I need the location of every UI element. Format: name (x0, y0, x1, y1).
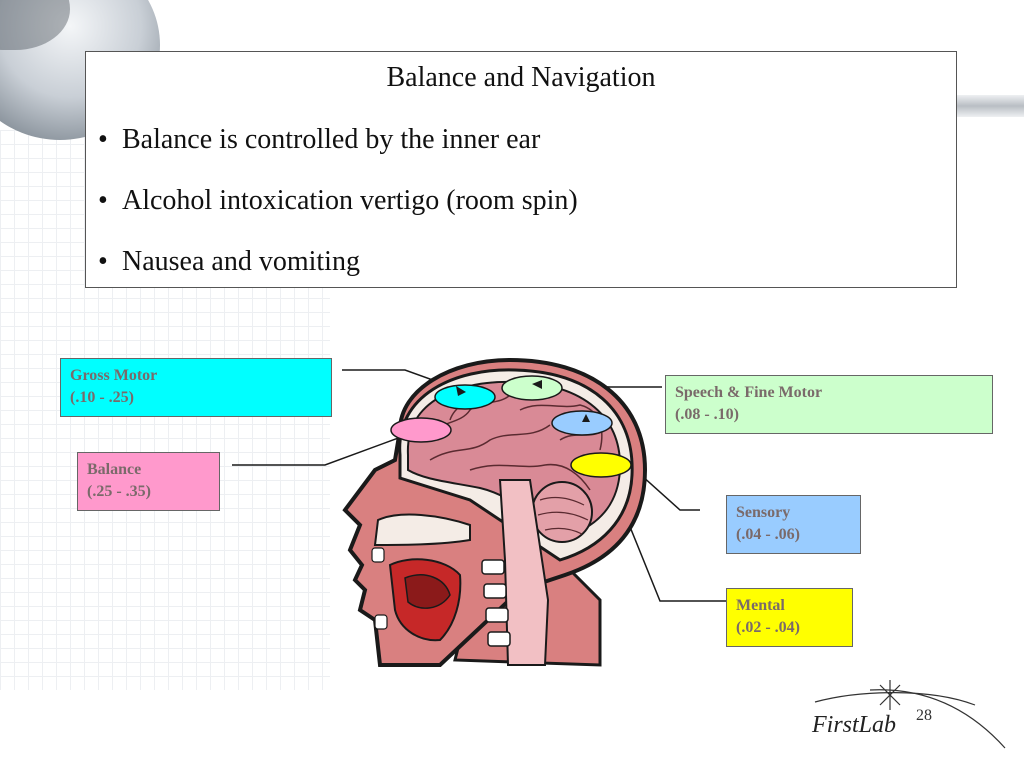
bullet-item: •Balance is controlled by the inner ear (98, 124, 541, 155)
label-name: Sensory (736, 504, 791, 521)
firstlab-logo-mark (814, 680, 1006, 749)
tongue-shape (404, 574, 451, 609)
label-range: (.04 - .06) (736, 526, 800, 543)
arrowheads (456, 380, 590, 422)
label-range: (.02 - .04) (736, 619, 800, 636)
label-range: (.08 - .10) (675, 406, 739, 423)
bullet-list: •Balance is controlled by the inner ear … (98, 124, 578, 307)
region-mental (570, 452, 632, 478)
firstlab-logo: FirstLab (812, 712, 897, 738)
title-box: Balance and Navigation •Balance is contr… (85, 51, 957, 288)
label-balance: Balance (.25 - .35) (77, 452, 220, 511)
brainstem-shape (498, 479, 550, 666)
label-name: Mental (736, 597, 785, 614)
label-sensory: Sensory (.04 - .06) (726, 495, 861, 554)
teeth (371, 547, 388, 630)
globe-icon (0, 0, 160, 140)
label-gross-motor: Gross Motor (.10 - .25) (60, 358, 332, 417)
label-mental: Mental (.02 - .04) (726, 588, 853, 647)
bullet-dot-icon: • (98, 246, 108, 277)
region-balance (390, 417, 452, 443)
vertebrae (481, 559, 511, 647)
bullet-item: •Alcohol intoxication vertigo (room spin… (98, 185, 578, 216)
bullet-dot-icon: • (98, 124, 108, 155)
region-gross-motor (434, 384, 496, 410)
region-sensory (551, 410, 613, 436)
bullet-dot-icon: • (98, 185, 108, 216)
label-speech-fine-motor: Speech & Fine Motor (.08 - .10) (665, 375, 993, 434)
slide-title: Balance and Navigation (386, 62, 656, 93)
label-name: Balance (87, 461, 142, 478)
nasal-cavity (373, 513, 471, 547)
label-range: (.25 - .35) (87, 483, 151, 500)
label-name: Gross Motor (70, 367, 158, 384)
region-speech-fine-motor (501, 375, 563, 401)
cerebellum-folds (537, 496, 589, 535)
page-number: 28 (916, 707, 932, 724)
label-name: Speech & Fine Motor (675, 384, 823, 401)
bullet-item: •Nausea and vomiting (98, 246, 360, 277)
label-range: (.10 - .25) (70, 389, 134, 406)
